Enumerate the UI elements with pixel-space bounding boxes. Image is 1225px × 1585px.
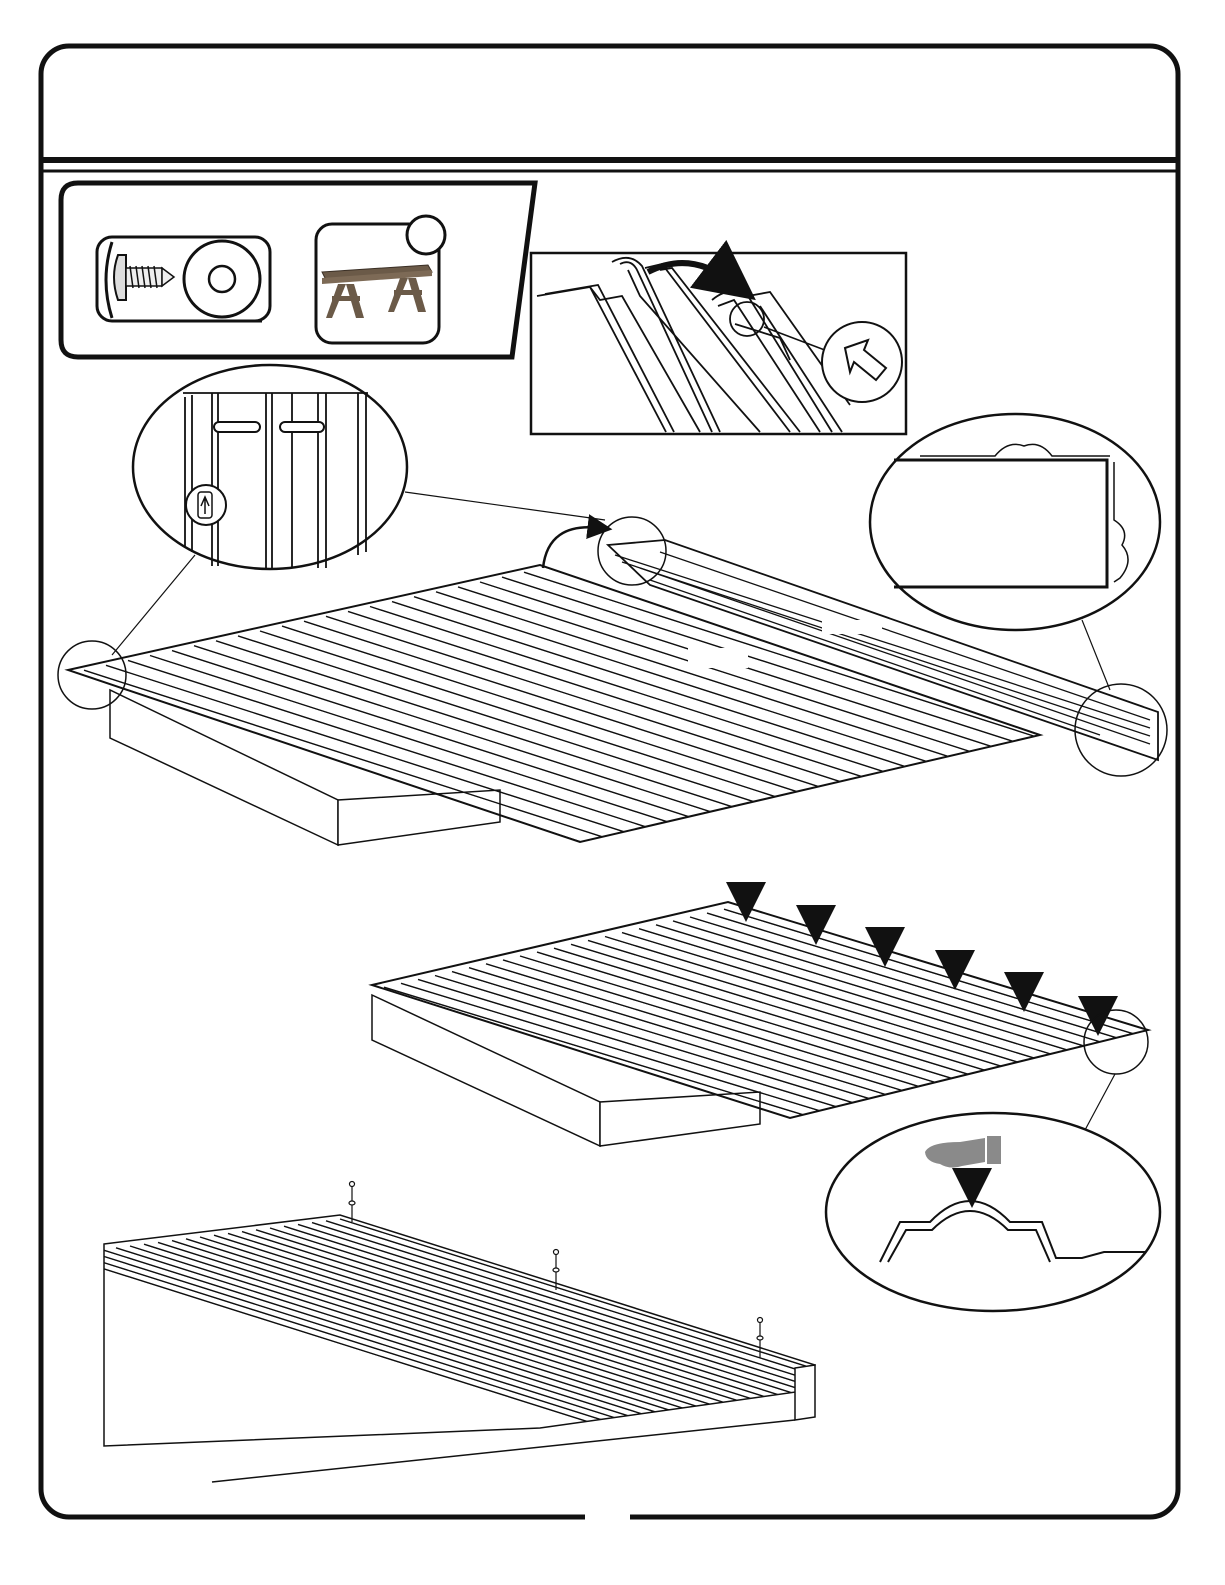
rib-line — [94, 1253, 854, 1493]
leader-line — [1082, 620, 1110, 690]
rib-line — [679, 923, 1139, 1063]
rib-line — [526, 958, 986, 1098]
rib-line — [108, 1252, 868, 1492]
rib-line — [560, 950, 1020, 1090]
step-2-press-ridges — [350, 885, 1190, 1146]
rib-line — [206, 1239, 966, 1479]
rib-line — [577, 946, 1037, 1086]
rib-press-magnified — [826, 1113, 1160, 1311]
page-title — [80, 80, 1140, 140]
panel-overlap-detail — [531, 253, 906, 434]
rib-line — [164, 1244, 924, 1484]
leader-line — [1085, 1074, 1115, 1130]
rib-line — [730, 911, 1190, 1051]
page-number — [590, 1508, 630, 1532]
sawhorse-table-icon — [316, 216, 445, 343]
parts-panel — [61, 183, 535, 357]
corrugation-ribs — [350, 909, 1190, 1137]
panel-edge-magnified — [133, 365, 407, 569]
leader-line — [405, 492, 605, 520]
rib-line — [662, 927, 1122, 1067]
rib-line — [66, 1257, 826, 1497]
rib-line — [543, 954, 1003, 1094]
rib-line — [696, 919, 1156, 1059]
corner-magnified — [870, 414, 1160, 630]
rib-line — [611, 939, 1071, 1079]
rib-line — [713, 915, 1173, 1055]
rib-line — [509, 962, 969, 1102]
rib-line — [80, 1255, 840, 1495]
rib-line — [136, 1248, 896, 1488]
rib-line — [442, 594, 1002, 774]
rib-line — [150, 1246, 910, 1486]
screw-markers — [349, 1182, 763, 1359]
rib-line — [122, 1250, 882, 1490]
rib-line — [178, 1243, 938, 1483]
rib-line — [288, 628, 848, 808]
rib-line — [645, 931, 1105, 1071]
rib-line — [192, 1241, 952, 1481]
leader-line — [112, 555, 195, 655]
rib-line — [310, 623, 870, 803]
rib-line — [594, 942, 1054, 1082]
rib-line — [628, 935, 1088, 1075]
rib-line — [332, 618, 892, 798]
